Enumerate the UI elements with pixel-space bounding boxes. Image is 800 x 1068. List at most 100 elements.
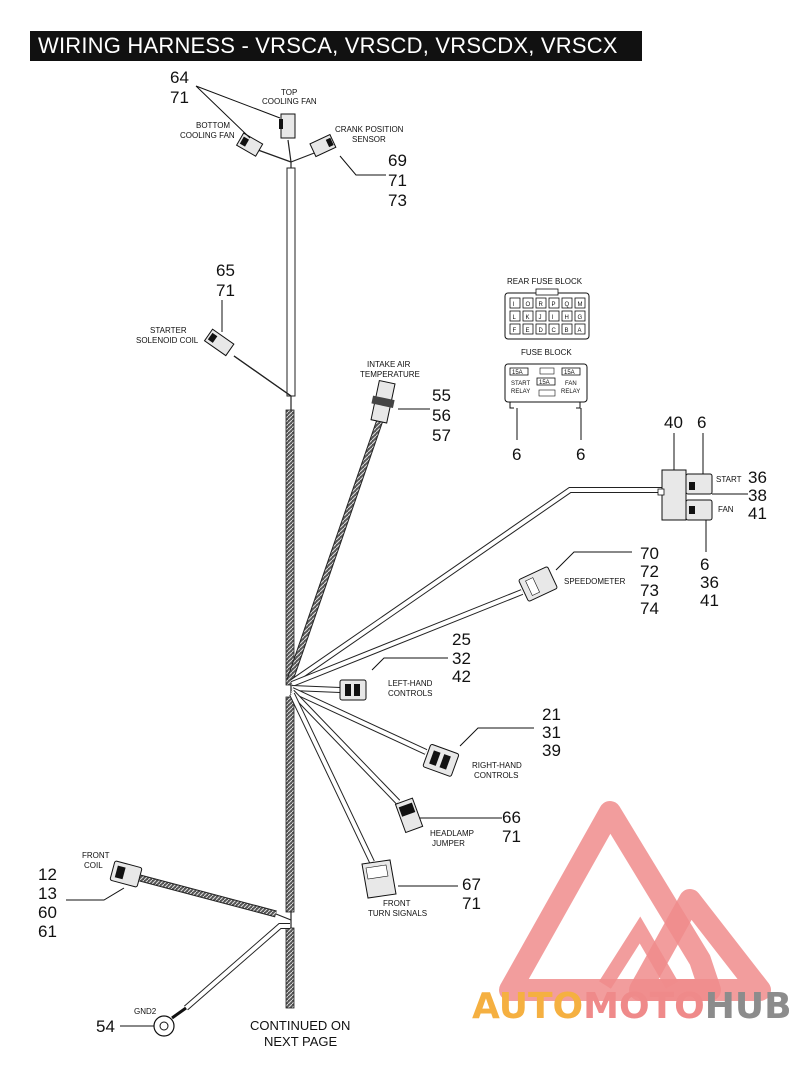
callout-coil-3: 60 <box>38 903 57 922</box>
headlamp-label: HEADLAMP <box>430 829 474 838</box>
callout-relay-40: 40 <box>664 413 683 432</box>
fuse-letter: M <box>578 302 583 308</box>
intake-label: INTAKE AIR <box>367 360 411 369</box>
front-coil-label-2: COIL <box>84 861 103 870</box>
fuse-letter: O <box>526 302 531 308</box>
watermark-text: AUTOMOTOHUB <box>472 986 792 1027</box>
fuse-fan-label: FAN <box>565 381 577 387</box>
turn-connector <box>361 859 397 899</box>
fuse-cell <box>535 297 547 309</box>
fuse-letter: A <box>578 328 582 334</box>
fuse-letter: D <box>539 328 544 334</box>
top-fan-connector <box>279 113 296 139</box>
fuse-cell <box>561 323 573 335</box>
callout-speedo-3: 73 <box>640 581 659 600</box>
callout-relay-bottom-1: 6 <box>700 555 709 574</box>
starter-label-2: SOLENOID COIL <box>136 336 199 345</box>
callout-coil-1: 12 <box>38 865 57 884</box>
bottom-fan-connector <box>235 132 264 157</box>
headlamp-branch: HEADLAMP JUMPER 66 71 <box>289 689 521 848</box>
ground-branch: GND2 54 <box>96 923 290 1037</box>
fuse-letter: G <box>578 315 583 321</box>
callout-lh-1: 25 <box>452 630 471 649</box>
starter-branch: STARTER SOLENOID COIL 65 71 <box>136 261 292 397</box>
callout-rh-1: 21 <box>542 705 561 724</box>
callout-headlamp-2: 71 <box>502 827 521 846</box>
fuse-start-label: START <box>511 381 530 387</box>
fuse-relay-label-2: RELAY <box>561 389 580 395</box>
callout-relay-right-2: 38 <box>748 486 767 505</box>
gnd-label: GND2 <box>134 1007 157 1016</box>
callout-fuse-right: 6 <box>576 445 585 464</box>
fuse-letter: P <box>552 302 556 308</box>
relay-connector <box>657 469 713 521</box>
fuse-cell <box>522 310 534 322</box>
continued-line-1: CONTINUED ON <box>250 1018 350 1033</box>
headlamp-connector <box>394 797 424 834</box>
callout-turn-1: 67 <box>462 875 481 894</box>
fuse-amp-3: 15A <box>539 380 550 386</box>
callout-headlamp-1: 66 <box>502 808 521 827</box>
relay-start-label: START <box>716 475 742 484</box>
fuse-cell <box>574 323 586 335</box>
title-bar: WIRING HARNESS - VRSCA, VRSCD, VRSCDX, V… <box>30 31 642 61</box>
intake-branch: INTAKE AIR TEMPERATURE 55 56 57 <box>286 360 451 682</box>
callout-relay-right-3: 41 <box>748 504 767 523</box>
fuse-letter: H <box>565 315 569 321</box>
top-fan-label-2: COOLING FAN <box>262 97 317 106</box>
front-coil-connector <box>109 860 143 888</box>
callout-crank-1: 69 <box>388 151 407 170</box>
speedometer-label: SPEEDOMETER <box>564 577 626 586</box>
watermark-part-hub: HUB <box>705 986 792 1027</box>
callout-coil-4: 61 <box>38 922 57 941</box>
fuse-letter: L <box>513 315 517 321</box>
fuse-relay-label-1: RELAY <box>511 389 530 395</box>
callout-lh-3: 42 <box>452 667 471 686</box>
fuse-cell <box>522 323 534 335</box>
rh-controls-branch: RIGHT-HAND CONTROLS 21 31 39 <box>290 687 561 780</box>
fuse-letter: C <box>552 328 557 334</box>
callout-coil-2: 13 <box>38 884 57 903</box>
fuse-cell <box>535 323 547 335</box>
callout-relay-bottom-3: 41 <box>700 591 719 610</box>
intake-connector <box>370 379 396 424</box>
fuse-cell <box>509 310 521 322</box>
callout-intake-1: 55 <box>432 386 451 405</box>
bottom-fan-label-2: COOLING FAN <box>180 131 235 140</box>
speedometer-branch: SPEEDOMETER 70 72 73 74 <box>290 544 659 687</box>
fuse-letter: E <box>526 328 530 334</box>
fuse-amp-1: 15A <box>512 370 523 376</box>
callout-turn-2: 71 <box>462 894 481 913</box>
callout-lh-2: 32 <box>452 649 471 668</box>
callout-intake-2: 56 <box>432 406 451 425</box>
continued-line-2: NEXT PAGE <box>264 1034 338 1049</box>
fuse-letter: B <box>565 328 569 334</box>
rh-controls-connector <box>422 743 460 777</box>
callout-relay-6: 6 <box>697 413 706 432</box>
callout-crank-2: 71 <box>388 171 407 190</box>
callout-rh-2: 31 <box>542 723 561 742</box>
turn-label-2: TURN SIGNALS <box>368 909 427 918</box>
crank-label: CRANK POSITION <box>335 125 404 134</box>
fuse-letter: J <box>539 315 542 321</box>
fuse-cell <box>548 323 560 335</box>
callout-fans-2: 71 <box>170 88 189 107</box>
fuse-cell <box>522 297 534 309</box>
callout-relay-bottom-2: 36 <box>700 573 719 592</box>
front-coil-label: FRONT <box>82 851 110 860</box>
fuse-cell <box>561 310 573 322</box>
callout-rh-3: 39 <box>542 741 561 760</box>
crank-label-2: SENSOR <box>352 135 386 144</box>
watermark-part-moto: MOTO <box>583 986 705 1027</box>
turn-label: FRONT <box>383 899 411 908</box>
fuse-amp-2: 15A <box>564 370 575 376</box>
callout-gnd: 54 <box>96 1017 115 1036</box>
fuse-block-label: FUSE BLOCK <box>521 348 572 357</box>
fuse-cell <box>548 310 560 322</box>
callout-speedo-4: 74 <box>640 599 659 618</box>
starter-connector <box>203 328 235 357</box>
callout-speedo-1: 70 <box>640 544 659 563</box>
